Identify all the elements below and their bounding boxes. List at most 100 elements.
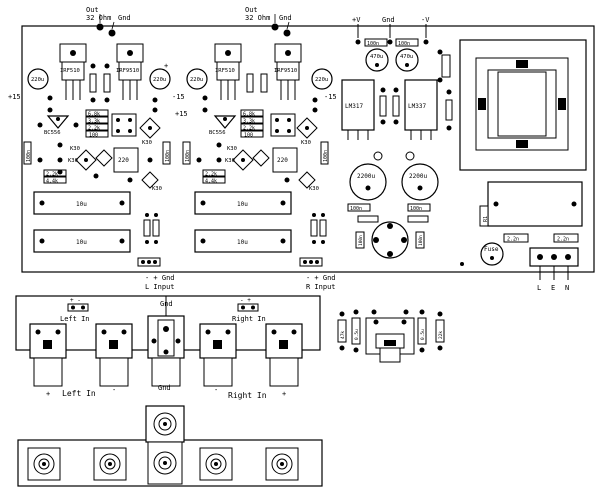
jack-right-plus: [265, 323, 303, 387]
svg-text:100n: 100n: [367, 41, 379, 47]
gnd-binding-post: [147, 296, 185, 387]
input-panel-board: + - Left In - + Right In Gnd: [15, 295, 321, 400]
lm337-regulator: LM337: [404, 79, 438, 140]
film-cap-10u-lower: 10u: [33, 229, 131, 253]
front-panel: [17, 405, 323, 487]
ohm-label: 32 Ohm: [245, 14, 270, 22]
svg-text:L Input: L Input: [145, 283, 175, 291]
svg-text:0.5u: 0.5u: [420, 329, 426, 340]
svg-text:BC556: BC556: [209, 130, 226, 136]
svg-text:+: +: [282, 390, 286, 398]
svg-text:6.8k: 6.8k: [88, 112, 100, 118]
resistor-stack-left: 6.8k 3.3k 2.2k 100: [85, 109, 109, 139]
power-supply-section: +V Gnd -V 100n 100n 470u 470u LM317 LM33…: [341, 16, 453, 259]
svg-text:4.4k: 4.4k: [46, 179, 58, 185]
svg-text:2.2n: 2.2n: [507, 237, 519, 243]
cap-220u-left: 220u: [27, 68, 49, 90]
svg-text:220u: 220u: [31, 77, 44, 83]
minus15-label: -15: [172, 93, 185, 101]
svg-text:100n: 100n: [398, 41, 410, 47]
svg-text:220u: 220u: [315, 77, 328, 83]
svg-text:0.5u: 0.5u: [354, 329, 360, 340]
plus15-label: +15: [8, 93, 21, 101]
svg-text:2.2k: 2.2k: [46, 172, 58, 178]
svg-text:L: L: [537, 284, 541, 292]
front-jack: [27, 447, 61, 481]
svg-text:- + Gnd: - + Gnd: [145, 274, 175, 282]
front-jack: [199, 447, 233, 481]
lm317-regulator: LM317: [341, 79, 375, 140]
svg-text:4.4k: 4.4k: [205, 179, 217, 185]
svg-text:2200u: 2200u: [409, 173, 427, 180]
svg-text:100n: 100n: [350, 206, 362, 212]
svg-text:- + Gnd: - + Gnd: [306, 274, 336, 282]
svg-text:Gnd: Gnd: [382, 16, 395, 24]
svg-text:100n: 100n: [358, 235, 364, 246]
jack-right-minus: [199, 323, 237, 387]
mains-filter-box: [487, 181, 583, 227]
svg-text:+V: +V: [352, 16, 361, 24]
out-label: Out: [86, 6, 99, 14]
svg-text:10u: 10u: [76, 239, 87, 246]
jack-left-plus: [29, 323, 67, 387]
cap-220u-right: 220u: [149, 68, 171, 90]
svg-text:-: -: [112, 386, 116, 394]
svg-text:K30: K30: [227, 146, 237, 152]
svg-text:47k: 47k: [340, 331, 346, 339]
svg-text:K30: K30: [301, 140, 311, 146]
irf9510-transistor: IRF9510: [116, 43, 144, 100]
svg-text:Left In: Left In: [62, 389, 96, 398]
svg-text:10u: 10u: [237, 201, 248, 208]
front-jack: [93, 447, 127, 481]
svg-text:IRF9510: IRF9510: [274, 68, 297, 74]
svg-text:Gnd: Gnd: [158, 384, 171, 392]
film-cap-10u-upper: 10u: [33, 191, 131, 215]
svg-text:Fuse: Fuse: [484, 246, 499, 253]
svg-text:470u: 470u: [400, 54, 413, 60]
svg-text:R Input: R Input: [306, 283, 336, 291]
svg-text:100n: 100n: [323, 150, 329, 162]
svg-text:220u: 220u: [190, 77, 203, 83]
gnd-label: Gnd: [118, 14, 131, 22]
svg-text:-15: -15: [324, 93, 337, 101]
main-board-outline: [21, 25, 595, 273]
svg-text:100n: 100n: [165, 150, 171, 162]
svg-text:220u: 220u: [153, 77, 166, 83]
ohm-label: 32 Ohm: [86, 14, 111, 22]
svg-text:100n: 100n: [26, 150, 32, 162]
bc556-label: BC556: [44, 130, 61, 136]
svg-text:-V: -V: [421, 16, 430, 24]
right-amplifier-channel: Out 32 Ohm Gnd IRF510 IRF9510 220u 220u …: [175, 6, 337, 253]
svg-text:K30: K30: [68, 158, 78, 164]
svg-text:E: E: [551, 284, 555, 292]
svg-text:+ -: + -: [70, 297, 81, 304]
svg-text:Right In: Right In: [232, 315, 266, 323]
svg-text:K30: K30: [70, 146, 80, 152]
jack-left-minus: [95, 323, 133, 387]
svg-text:+: +: [46, 390, 50, 398]
svg-text:Left In: Left In: [60, 315, 90, 323]
svg-text:3.3k: 3.3k: [243, 119, 255, 125]
gnd-label: Gnd: [279, 14, 292, 22]
svg-text:IRF510: IRF510: [215, 68, 235, 74]
svg-text:2.2k: 2.2k: [205, 172, 217, 178]
svg-text:+: +: [164, 62, 168, 70]
svg-text:100n: 100n: [418, 235, 424, 246]
input-filter-board: 47k 0.5u 0.5u 22k: [337, 309, 445, 363]
svg-text:K30: K30: [309, 186, 319, 192]
gnd-pad: [108, 29, 116, 37]
svg-text:100n: 100n: [410, 206, 422, 212]
transformer: [459, 39, 587, 171]
svg-text:K30: K30: [152, 186, 162, 192]
svg-text:-: -: [214, 386, 218, 394]
svg-text:10u: 10u: [76, 201, 87, 208]
left-amplifier-channel: Out 32 Ohm Gnd IRF510 IRF9510 220u: [8, 6, 185, 253]
bridge-rectifier: [371, 221, 409, 259]
out-pad: [96, 23, 104, 31]
svg-text:100: 100: [89, 133, 98, 139]
right-input-header: - + Gnd R Input: [299, 257, 336, 291]
svg-text:100n: 100n: [185, 150, 191, 162]
svg-text:6.8k: 6.8k: [243, 112, 255, 118]
svg-text:2.2k: 2.2k: [243, 126, 255, 132]
